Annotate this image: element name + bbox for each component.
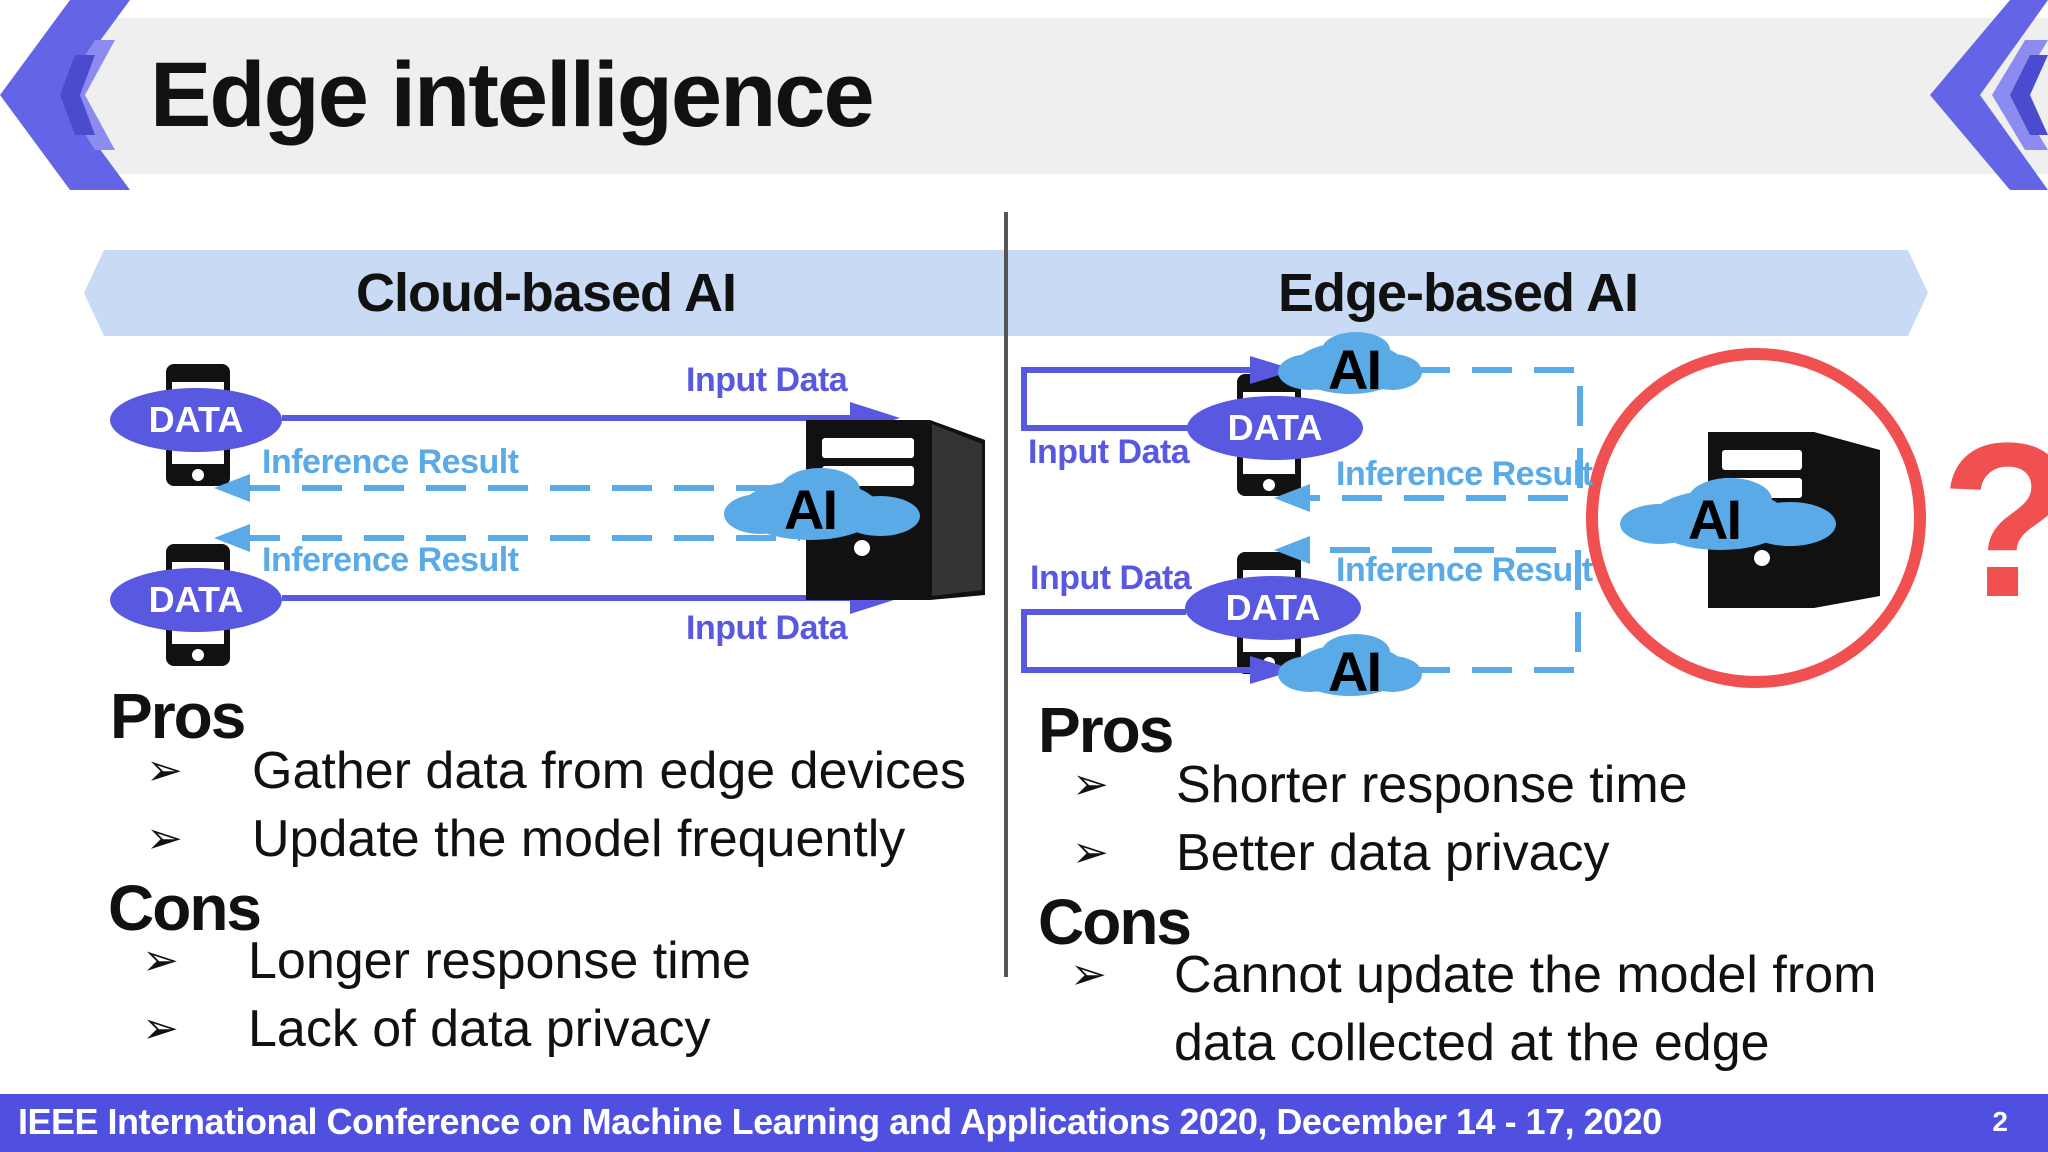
inference-result-label: Inference Result — [262, 541, 519, 579]
data-ellipse — [110, 568, 282, 632]
bullet-arrow-icon: ➢ — [142, 1004, 179, 1053]
pros-heading: Pros — [110, 680, 246, 752]
bullet-arrow-icon: ➢ — [1072, 760, 1109, 809]
input-data-label: Input Data — [1030, 559, 1192, 597]
inference-result-label: Inference Result — [1336, 551, 1593, 589]
bullet-arrow-icon: ➢ — [146, 814, 183, 863]
chevron-right-icon — [1930, 0, 2048, 190]
ai-label: AI — [1688, 488, 1742, 551]
data-label: DATA — [1227, 407, 1323, 448]
inference-result-label: Inference Result — [262, 443, 519, 481]
ai-label: AI — [1328, 338, 1382, 401]
inference-result-label: Inference Result — [1336, 455, 1593, 493]
ai-cloud-icon — [1620, 478, 1836, 550]
ai-cloud-icon — [724, 468, 920, 540]
input-data-label: Input Data — [686, 609, 848, 647]
data-ellipse — [1187, 396, 1363, 460]
bullet-arrow-icon: ➢ — [142, 936, 179, 985]
ai-label: AI — [1328, 640, 1382, 703]
bullet-arrow-icon: ➢ — [146, 746, 183, 795]
chevron-left-icon — [0, 0, 130, 190]
bullet-arrow-icon: ➢ — [1072, 828, 1109, 877]
bullet-arrow-icon: ➢ — [1070, 950, 1107, 999]
page-number: 2 — [1992, 1106, 2008, 1137]
input-data-label: Input Data — [1028, 433, 1190, 471]
ai-label: AI — [784, 478, 838, 541]
data-ellipse — [110, 388, 282, 452]
highlight-circle — [1586, 348, 1926, 688]
conference-footer: IEEE International Conference on Machine… — [18, 1101, 1662, 1142]
data-label: DATA — [148, 579, 244, 620]
title-band — [60, 18, 2048, 174]
edge-section-band — [1008, 250, 1928, 336]
slide-title: Edge intelligence — [150, 44, 875, 146]
ai-cloud-icon — [1278, 332, 1422, 394]
pros-heading: Pros — [1038, 694, 1174, 766]
section-divider — [1004, 212, 1008, 977]
input-data-label: Input Data — [686, 361, 848, 399]
question-mark-icon: ? — [1940, 400, 2048, 640]
cons-heading: Cons — [1038, 886, 1192, 958]
edge-section-title: Edge-based AI — [1277, 263, 1639, 323]
data-ellipse — [1185, 576, 1361, 640]
data-label: DATA — [148, 399, 244, 440]
cloud-section-title: Cloud-based AI — [355, 263, 737, 323]
cloud-section-band — [84, 250, 1008, 336]
ai-cloud-icon — [1278, 634, 1422, 696]
data-label: DATA — [1225, 587, 1321, 628]
footer-bar — [0, 1094, 2048, 1152]
cons-heading: Cons — [108, 872, 262, 944]
